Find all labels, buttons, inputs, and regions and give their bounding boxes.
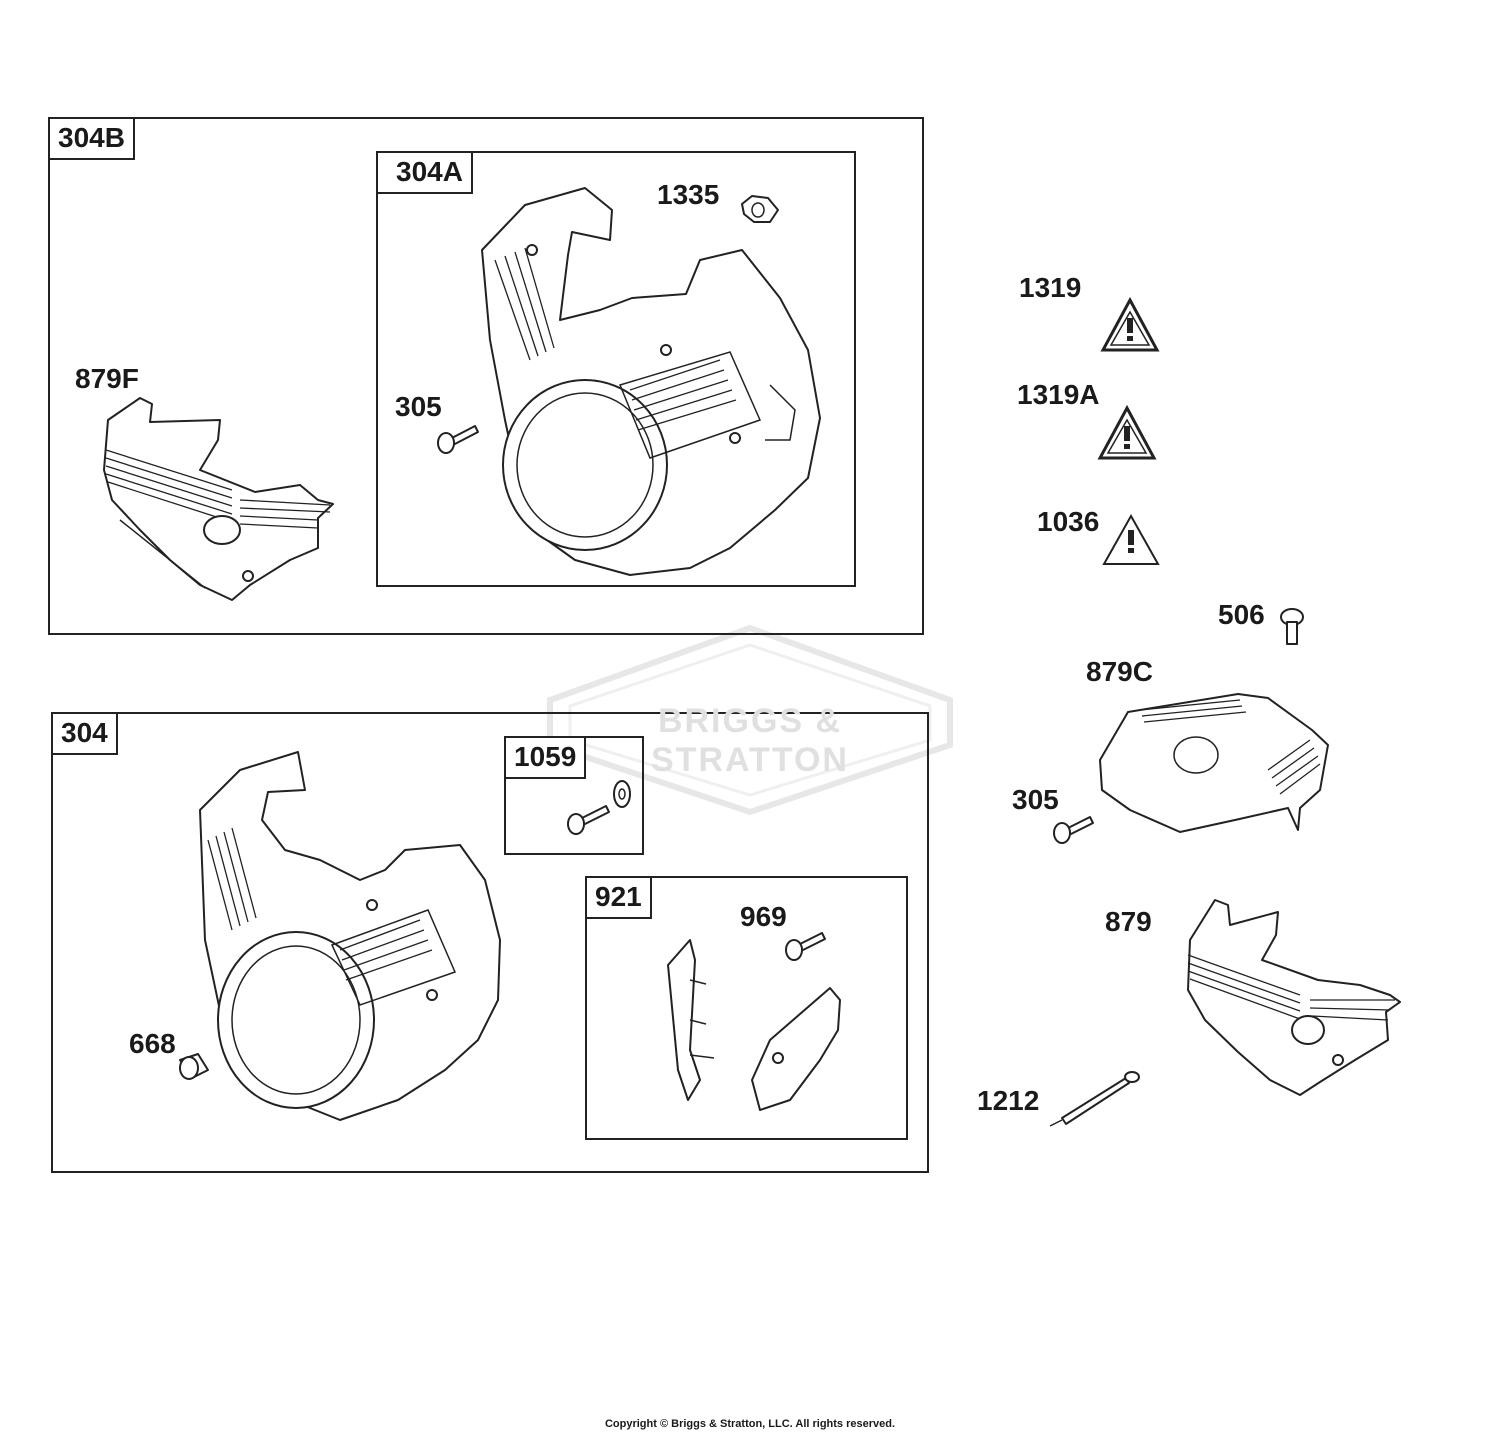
group-box-304: 304 [51, 712, 929, 1173]
callout-305-upper: 305 [395, 391, 442, 422]
part-305-screw-a [437, 425, 479, 454]
callout-1319: 1319 [1019, 272, 1082, 303]
group-label-921: 921 [587, 878, 652, 919]
callout-1036: 1036 [1037, 506, 1100, 537]
part-1212-rod [1049, 1071, 1140, 1127]
part-506-bolt [1280, 608, 1304, 645]
group-box-304B: 304B [48, 117, 924, 635]
watermark-text: BRIGGS & STRATTON [651, 702, 849, 779]
group-box-921: 921 [585, 876, 908, 1140]
callout-506: 506 [1218, 599, 1265, 630]
group-label-1059: 1059 [506, 738, 587, 779]
warning-triangle-icon [1100, 296, 1160, 352]
part-305-screw-b [1053, 816, 1094, 844]
part-668-bushing [179, 1053, 209, 1080]
part-879F-shroud [103, 397, 334, 601]
callout-879F: 879F [75, 363, 139, 394]
group-label-304: 304 [53, 714, 118, 755]
callout-1335: 1335 [657, 179, 720, 210]
part-1335-nut [741, 195, 779, 223]
callout-668: 668 [129, 1028, 176, 1059]
group-box-1059: 1059 [504, 736, 644, 855]
callout-305-lower: 305 [1012, 784, 1059, 815]
part-879C-cover [1099, 693, 1329, 833]
part-969-screw [785, 932, 826, 961]
callout-879: 879 [1105, 906, 1152, 937]
callout-969: 969 [740, 901, 787, 932]
warning-triangle-icon [1097, 404, 1157, 460]
part-921-guard [667, 939, 841, 1111]
warning-triangle-icon [1102, 513, 1160, 565]
copyright-notice: Copyright © Briggs & Stratton, LLC. All … [604, 1418, 896, 1430]
group-box-304A: 304A [376, 151, 856, 587]
callout-1319A: 1319A [1017, 379, 1100, 410]
callout-1212: 1212 [977, 1085, 1040, 1116]
part-1059-screw-washer [567, 780, 631, 835]
brand-watermark [547, 624, 953, 816]
part-304A-housing [481, 187, 821, 576]
callout-879C: 879C [1086, 656, 1153, 687]
part-879-shroud [1187, 899, 1401, 1096]
group-label-304B: 304B [50, 119, 135, 160]
part-304-housing [199, 751, 501, 1121]
group-label-304A: 304A [378, 153, 473, 194]
